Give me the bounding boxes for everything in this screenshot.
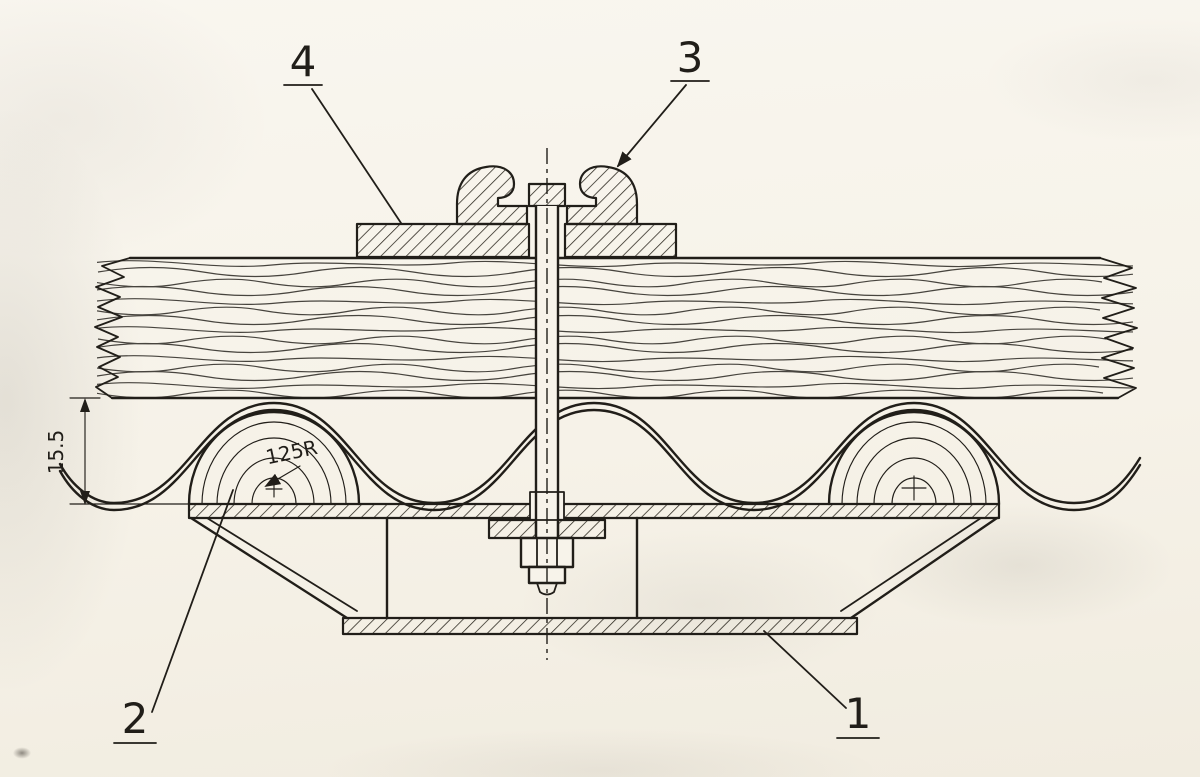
washer-right xyxy=(556,518,607,540)
rail-clip-left-lobe xyxy=(455,165,529,226)
leader-line xyxy=(763,630,847,709)
bolt-tip xyxy=(536,582,558,596)
dimension-15-5: 15.5 xyxy=(44,397,190,505)
leader-line xyxy=(616,84,687,168)
block-center-mark xyxy=(265,480,283,498)
part-number-4: 4 xyxy=(290,37,317,86)
skirt-left-outer xyxy=(189,516,349,620)
base-plate-assembly xyxy=(187,502,1001,636)
plank-wood-grain xyxy=(97,260,1133,397)
wood-block-right xyxy=(827,410,1001,506)
dimension-height-text: 15.5 xyxy=(44,430,68,475)
wood-block-left xyxy=(187,410,361,506)
corrugated-sheet xyxy=(58,401,1142,512)
radius-leader-arrow xyxy=(264,465,301,488)
skirt-right-inner xyxy=(840,517,982,612)
skirt-left-inner xyxy=(206,517,358,612)
block-outline xyxy=(187,410,361,506)
rail-clip xyxy=(455,165,639,226)
leader-line xyxy=(311,88,402,224)
rail-clip-right-lobe xyxy=(565,165,639,226)
part-label-2: 2 xyxy=(113,489,234,744)
base-bottom-plate xyxy=(341,616,859,636)
skirt-right-outer xyxy=(849,516,999,620)
part-number-2: 2 xyxy=(122,694,149,743)
leader-line xyxy=(151,489,234,713)
dimension-arrow-top xyxy=(80,398,90,412)
part-number-1: 1 xyxy=(845,689,872,738)
clamp-plate xyxy=(355,222,678,259)
part-label-3: 3 xyxy=(616,33,710,168)
plank-break-right xyxy=(1099,257,1138,399)
base-top-plate xyxy=(187,502,1001,520)
dimension-arrow-bottom xyxy=(80,491,90,505)
block-center-mark xyxy=(901,475,927,501)
part-label-4: 4 xyxy=(283,37,402,224)
part-number-3: 3 xyxy=(677,33,704,82)
block-outline xyxy=(827,410,1001,506)
washer-left xyxy=(487,518,538,540)
corrugation-outer-line xyxy=(58,401,1142,505)
part-label-1: 1 xyxy=(763,630,880,739)
radius-note-text: 125R xyxy=(264,435,320,469)
wood-plank xyxy=(94,256,1138,400)
